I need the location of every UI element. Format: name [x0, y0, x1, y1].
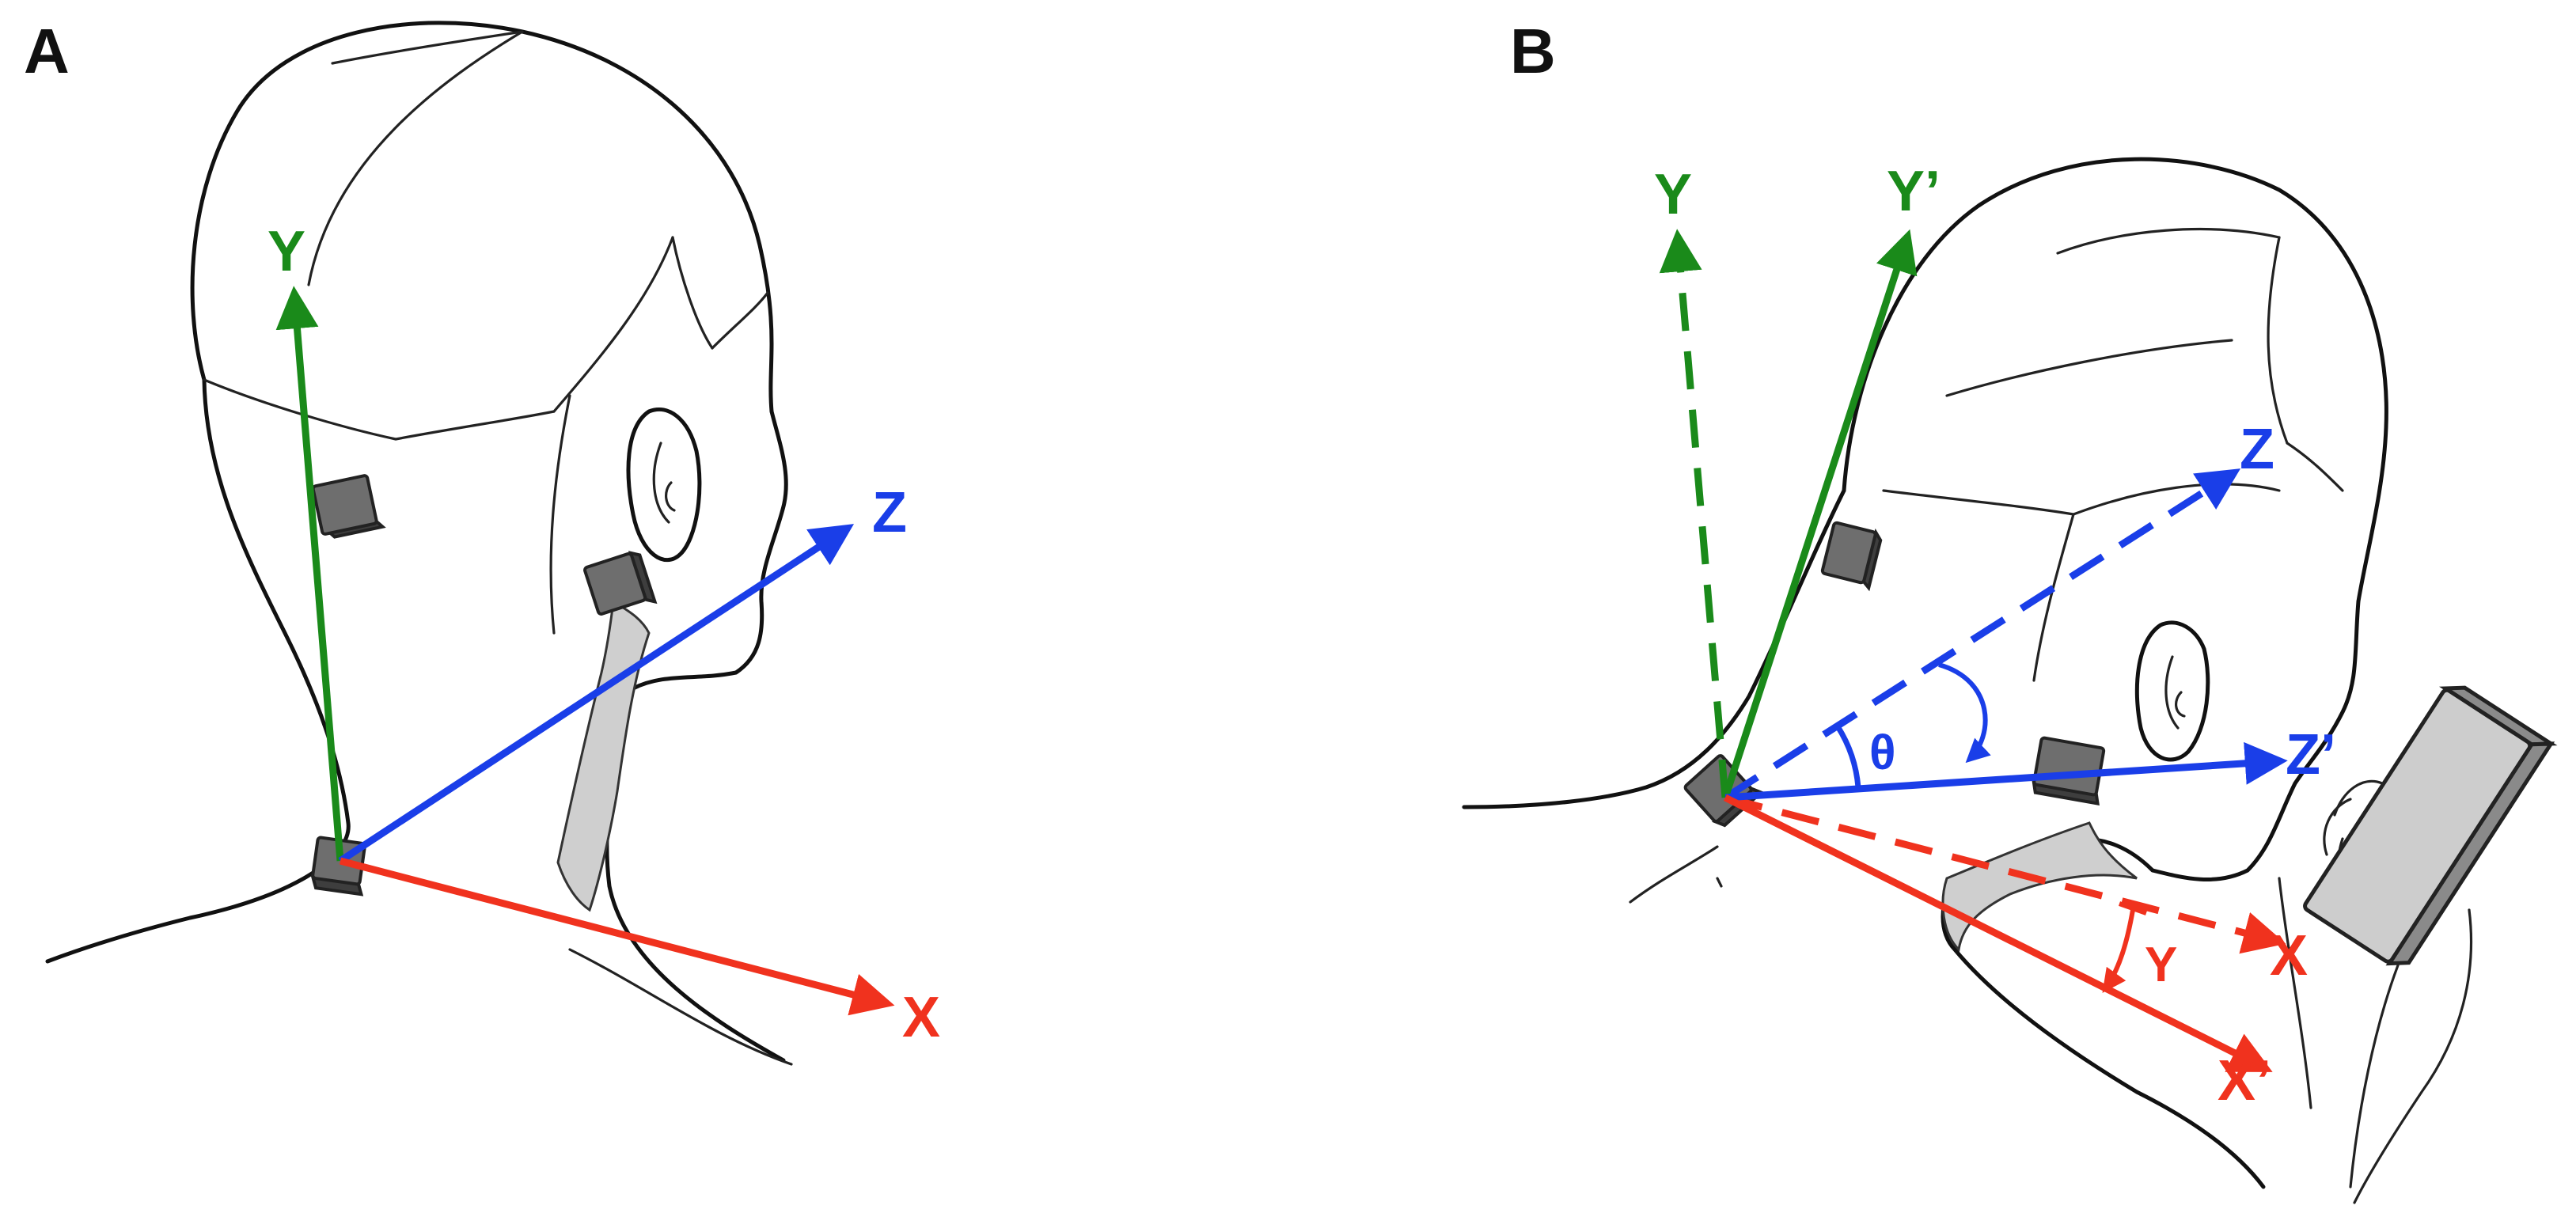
axis-z-label: Z: [872, 481, 907, 544]
panel-b-label: B: [1510, 16, 1556, 86]
axis-z-ref-label: Z: [2240, 418, 2274, 481]
axis-z-arrow: [338, 524, 855, 864]
axis-z-rot-arrow: [1724, 741, 2288, 802]
axis-y-rot-arrow: [1721, 229, 1918, 799]
axis-z-ref-arrow: [1723, 468, 2241, 801]
imu-sensor-icon: [311, 474, 386, 539]
gamma-rotation-arrow: [2102, 909, 2135, 993]
panel-b: B: [1462, 16, 2558, 1204]
imu-sensor-icon: [583, 551, 658, 616]
axis-x-rot-label: X’: [2217, 1049, 2271, 1113]
gamma-label: Υ: [2145, 938, 2177, 992]
theta-arc: [1835, 725, 1861, 788]
axis-x-ref-label: X: [2270, 924, 2308, 987]
axis-x-label: X: [902, 986, 940, 1049]
axis-y-ref-label: Y: [1654, 163, 1692, 226]
gamma-tick: [2119, 901, 2147, 915]
panel-a-label: A: [24, 16, 70, 86]
smartphone-icon: [2303, 685, 2558, 966]
axis-y-label: Y: [267, 220, 305, 283]
axis-x-arrow: [339, 857, 895, 1016]
theta-rotation-arrow: [1938, 662, 1991, 764]
theta-label: θ: [1869, 726, 1896, 780]
axis-x-rot-arrow: [1723, 794, 2273, 1072]
head-sketch: [45, 21, 793, 1066]
axis-x-ref-arrow: [1724, 794, 2286, 954]
panel-a: A: [24, 16, 940, 1066]
axis-z-rot-label: Z’: [2286, 723, 2336, 787]
axis-y-rot-label: Y’: [1887, 160, 1941, 223]
imu-sensor-icon: [1820, 521, 1883, 592]
head-sketch: [1462, 157, 2473, 1204]
axis-y-arrow: [275, 286, 344, 862]
hand-sketch: [2353, 908, 2473, 1204]
axis-y-ref-arrow: [1659, 229, 1729, 798]
